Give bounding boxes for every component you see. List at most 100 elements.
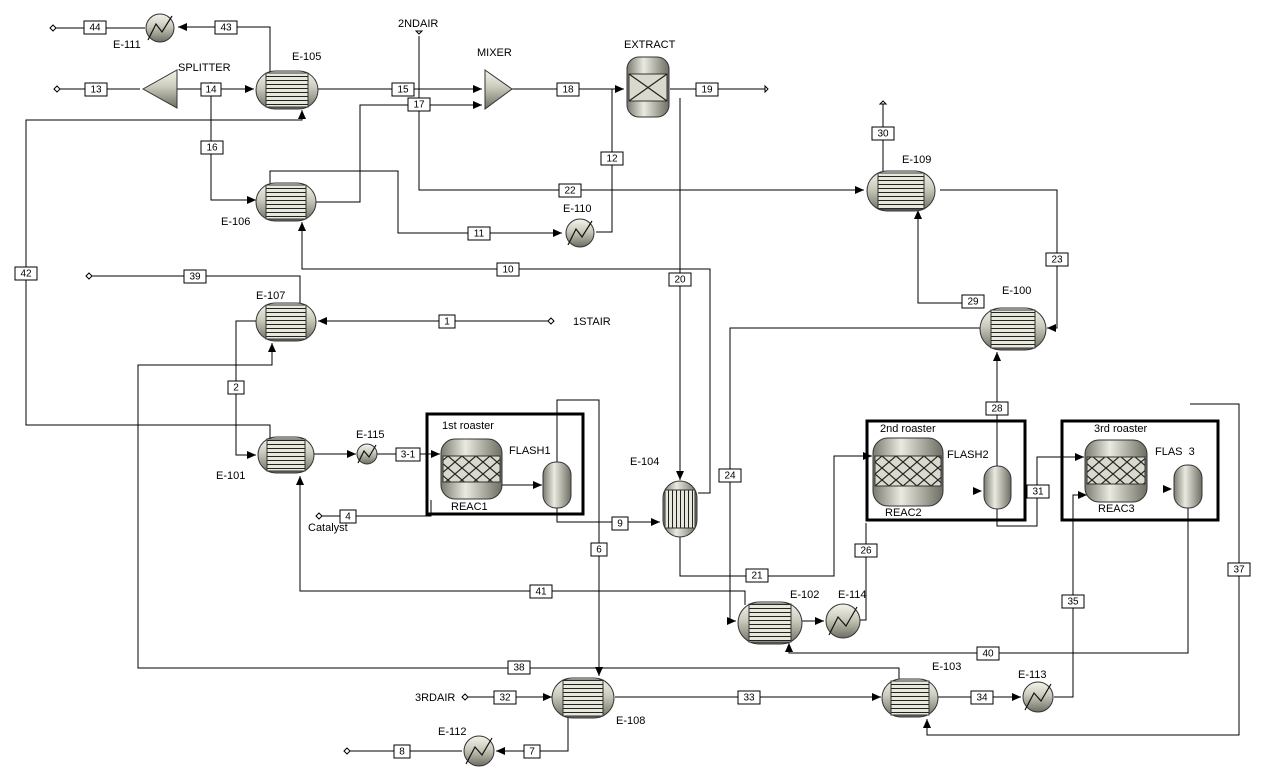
stream-tag-28[interactable]: 28 xyxy=(985,401,1009,416)
e100-exchanger[interactable] xyxy=(979,307,1047,351)
stream-tag-13[interactable]: 13 xyxy=(84,82,108,97)
e106-exchanger[interactable] xyxy=(255,182,317,222)
stream-tag-15[interactable]: 15 xyxy=(391,82,415,97)
svg-text:4: 4 xyxy=(345,512,351,523)
stream-tag-22[interactable]: 22 xyxy=(558,183,582,198)
label-extract: EXTRACT xyxy=(624,39,676,51)
stream-tag-44[interactable]: 44 xyxy=(83,20,107,35)
e101-exchanger[interactable] xyxy=(257,436,315,474)
splitter-unit[interactable] xyxy=(141,69,178,109)
stream-tag-41[interactable]: 41 xyxy=(529,584,553,599)
svg-text:7: 7 xyxy=(529,747,535,758)
e102-exchanger[interactable] xyxy=(737,601,803,645)
svg-text:26: 26 xyxy=(860,546,872,557)
e108-exchanger[interactable] xyxy=(551,677,615,719)
e112-cooler[interactable] xyxy=(463,735,495,767)
svg-text:43: 43 xyxy=(220,23,232,34)
stream-tag-11[interactable]: 11 xyxy=(467,226,491,241)
svg-text:6: 6 xyxy=(596,545,602,556)
svg-text:29: 29 xyxy=(967,297,979,308)
stream-tag-26[interactable]: 26 xyxy=(854,543,878,558)
label-catalyst: Catalyst xyxy=(308,522,348,534)
stream-tag-12[interactable]: 12 xyxy=(600,151,624,166)
reac1-reactor[interactable] xyxy=(440,438,503,500)
stream-tag-7[interactable]: 7 xyxy=(523,744,541,759)
roaster2-box xyxy=(865,419,1027,522)
stream-tag-32[interactable]: 32 xyxy=(493,690,517,705)
stream-tag-30[interactable]: 30 xyxy=(871,126,895,141)
label-e104: E-104 xyxy=(630,456,659,468)
svg-text:10: 10 xyxy=(502,265,514,276)
extract-column[interactable] xyxy=(626,56,670,118)
label-e107: E-107 xyxy=(256,290,285,302)
svg-text:42: 42 xyxy=(20,269,32,280)
label-e105: E-105 xyxy=(292,51,321,63)
svg-text:21: 21 xyxy=(751,571,763,582)
e105-exchanger[interactable] xyxy=(255,70,319,110)
roaster1-box xyxy=(425,412,585,516)
stream-tag-19[interactable]: 19 xyxy=(695,82,719,97)
stream-tag-34[interactable]: 34 xyxy=(970,690,994,705)
e111-cooler[interactable] xyxy=(145,13,175,43)
stream-tag-37[interactable]: 37 xyxy=(1227,562,1251,577)
label-e108: E-108 xyxy=(616,715,645,727)
flash2-drum[interactable] xyxy=(983,465,1012,510)
stream-lines xyxy=(25,26,1240,752)
e107-exchanger[interactable] xyxy=(255,302,317,342)
stream-tag-43[interactable]: 43 xyxy=(214,20,238,35)
svg-text:13: 13 xyxy=(90,85,102,96)
svg-text:22: 22 xyxy=(564,186,576,197)
label-e106: E-106 xyxy=(221,216,250,228)
svg-text:41: 41 xyxy=(535,587,547,598)
stream-tag-1[interactable]: 1 xyxy=(438,314,456,329)
stream-tag-29[interactable]: 29 xyxy=(961,294,985,309)
label-e113: E-113 xyxy=(1018,669,1047,681)
e114-cooler[interactable] xyxy=(825,603,861,639)
label-1stair: 1STAIR xyxy=(573,316,611,328)
roaster3-box xyxy=(1060,419,1220,522)
stream-tag-10[interactable]: 10 xyxy=(496,262,520,277)
stream-tag-3-1[interactable]: 3-1 xyxy=(395,447,421,462)
svg-text:20: 20 xyxy=(674,275,686,286)
e103-exchanger[interactable] xyxy=(881,678,939,718)
label-splitter: SPLITTER xyxy=(178,62,231,74)
stream-tag-42[interactable]: 42 xyxy=(14,266,38,281)
stream-tag-6[interactable]: 6 xyxy=(590,542,608,557)
stream-terminals xyxy=(49,24,888,755)
e104-exchanger[interactable] xyxy=(662,480,698,538)
stream-tag-8[interactable]: 8 xyxy=(393,744,411,759)
mixer-unit[interactable] xyxy=(484,69,513,110)
stream-tag-24[interactable]: 24 xyxy=(718,468,742,483)
reac2-reactor[interactable] xyxy=(872,437,944,507)
stream-tag-31[interactable]: 31 xyxy=(1026,484,1050,499)
stream-tag-23[interactable]: 23 xyxy=(1045,252,1069,267)
stream-tag-4[interactable]: 4 xyxy=(339,509,357,524)
svg-text:12: 12 xyxy=(606,154,618,165)
stream-tags: 44 43 13 14 15 17 18 19 30 16 12 22 11 4… xyxy=(14,20,1251,759)
stream-tag-39[interactable]: 39 xyxy=(183,269,207,284)
e113-cooler[interactable] xyxy=(1022,681,1054,713)
reac3-reactor[interactable] xyxy=(1084,439,1148,503)
svg-text:8: 8 xyxy=(399,747,405,758)
stream-tag-2[interactable]: 2 xyxy=(227,380,245,395)
label-e109: E-109 xyxy=(902,154,931,166)
svg-text:39: 39 xyxy=(189,272,201,283)
stream-tag-16[interactable]: 16 xyxy=(200,140,224,155)
e110-cooler[interactable] xyxy=(565,218,595,248)
stream-tag-33[interactable]: 33 xyxy=(737,690,761,705)
stream-tag-40[interactable]: 40 xyxy=(976,646,1000,661)
stream-tag-35[interactable]: 35 xyxy=(1061,594,1085,609)
stream-tag-9[interactable]: 9 xyxy=(611,516,629,531)
flash3-drum[interactable] xyxy=(1173,464,1203,509)
stream-tag-21[interactable]: 21 xyxy=(745,568,769,583)
stream-tag-18[interactable]: 18 xyxy=(556,82,580,97)
stream-tag-17[interactable]: 17 xyxy=(407,97,431,112)
stream-tag-20[interactable]: 20 xyxy=(668,272,692,287)
flash1-drum[interactable] xyxy=(542,461,572,509)
e115-cooler[interactable] xyxy=(356,443,378,465)
stream-tag-14[interactable]: 14 xyxy=(200,82,222,97)
e109-exchanger[interactable] xyxy=(866,170,936,212)
stream-tag-38[interactable]: 38 xyxy=(507,660,531,675)
label-roaster1: 1st roaster xyxy=(442,420,494,432)
